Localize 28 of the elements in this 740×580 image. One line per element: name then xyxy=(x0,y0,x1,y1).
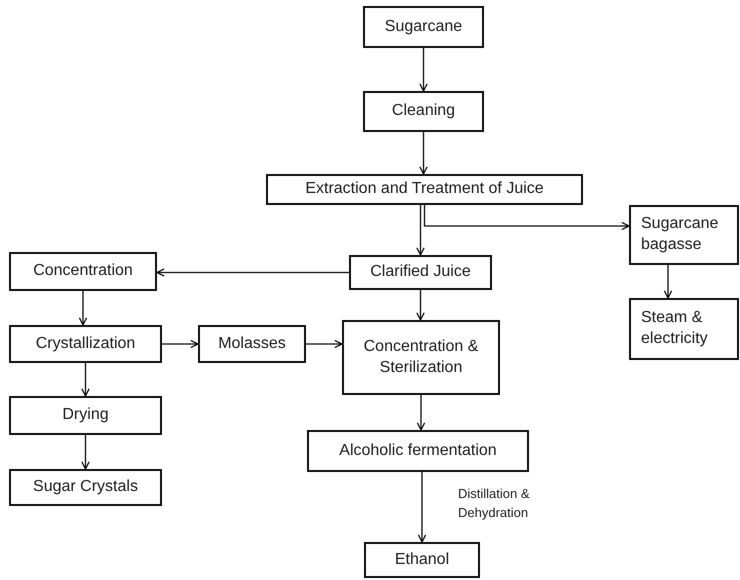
arrow xyxy=(306,340,343,348)
process-box: Extraction and Treatment of Juice xyxy=(266,174,583,205)
process-box: Steam & electricity xyxy=(629,298,739,360)
process-box: Molasses xyxy=(198,325,306,363)
arrow xyxy=(416,395,426,431)
process-box: Sugarcane xyxy=(363,6,484,48)
arrow xyxy=(156,268,349,277)
process-box: Sugarcane bagasse xyxy=(629,205,739,265)
arrow xyxy=(81,363,90,397)
arrow xyxy=(416,290,425,321)
arrow xyxy=(419,48,428,92)
arrow xyxy=(664,265,672,299)
process-box: Alcoholic fermentation xyxy=(307,430,529,472)
arrow xyxy=(78,291,88,326)
process-box: Concentration xyxy=(9,252,157,291)
process-box: Ethanol xyxy=(364,542,480,578)
process-box: Sugar Crystals xyxy=(9,469,162,506)
arrow xyxy=(424,205,630,230)
arrow xyxy=(162,340,199,348)
arrow xyxy=(81,435,90,470)
process-box: Cleaning xyxy=(363,91,484,132)
arrow xyxy=(418,472,426,543)
process-box: Drying xyxy=(9,396,162,435)
arrow xyxy=(419,132,428,175)
process-box: Clarified Juice xyxy=(349,255,492,290)
process-box: Concentration & Sterilization xyxy=(342,320,500,395)
arrow xyxy=(416,205,425,256)
process-box: Crystallization xyxy=(9,325,162,363)
